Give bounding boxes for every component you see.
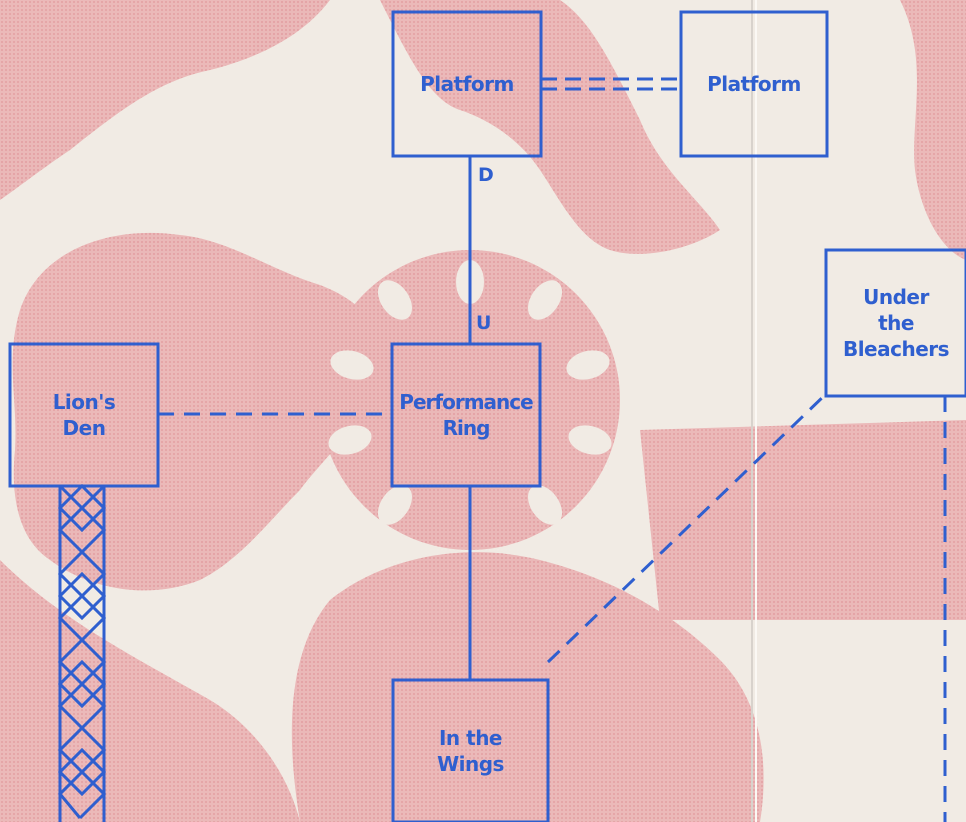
silhouette-left-bottom — [0, 560, 300, 822]
room-label-under-the-bleachers: Under the Bleachers — [842, 285, 950, 361]
connector-wings-to-bleachers — [546, 392, 828, 664]
room-label-performance-ring: Performance Ring — [399, 390, 533, 440]
room-box-in-the-wings — [391, 678, 550, 822]
room-box-platform-right — [679, 10, 829, 158]
silhouette-ring-outer — [320, 250, 620, 550]
page-folds — [751, 0, 757, 822]
ring-openings — [328, 260, 612, 525]
room-box-performance-ring — [390, 342, 542, 488]
room-box-platform-left — [391, 10, 543, 158]
room-label-platform-right: Platform — [707, 72, 801, 96]
room-label-platform-left: Platform — [420, 72, 514, 96]
silhouette-right-block — [640, 420, 966, 620]
room-label-lions-den: Lion's Den — [52, 390, 116, 440]
direction-label-up: U — [476, 312, 492, 334]
lattice-tower — [57, 483, 107, 822]
silhouette-top-left — [0, 0, 330, 200]
room-box-under-the-bleachers — [824, 248, 966, 398]
silhouette-top-middle — [380, 0, 720, 254]
silhouette-elephant — [291, 552, 764, 822]
connections — [158, 77, 947, 822]
room-label-in-the-wings: In the Wings — [437, 726, 504, 776]
room-boxes — [8, 10, 966, 822]
silhouette-top-right — [900, 0, 966, 260]
room-box-lions-den — [8, 342, 160, 488]
direction-label-down: D — [478, 164, 494, 186]
